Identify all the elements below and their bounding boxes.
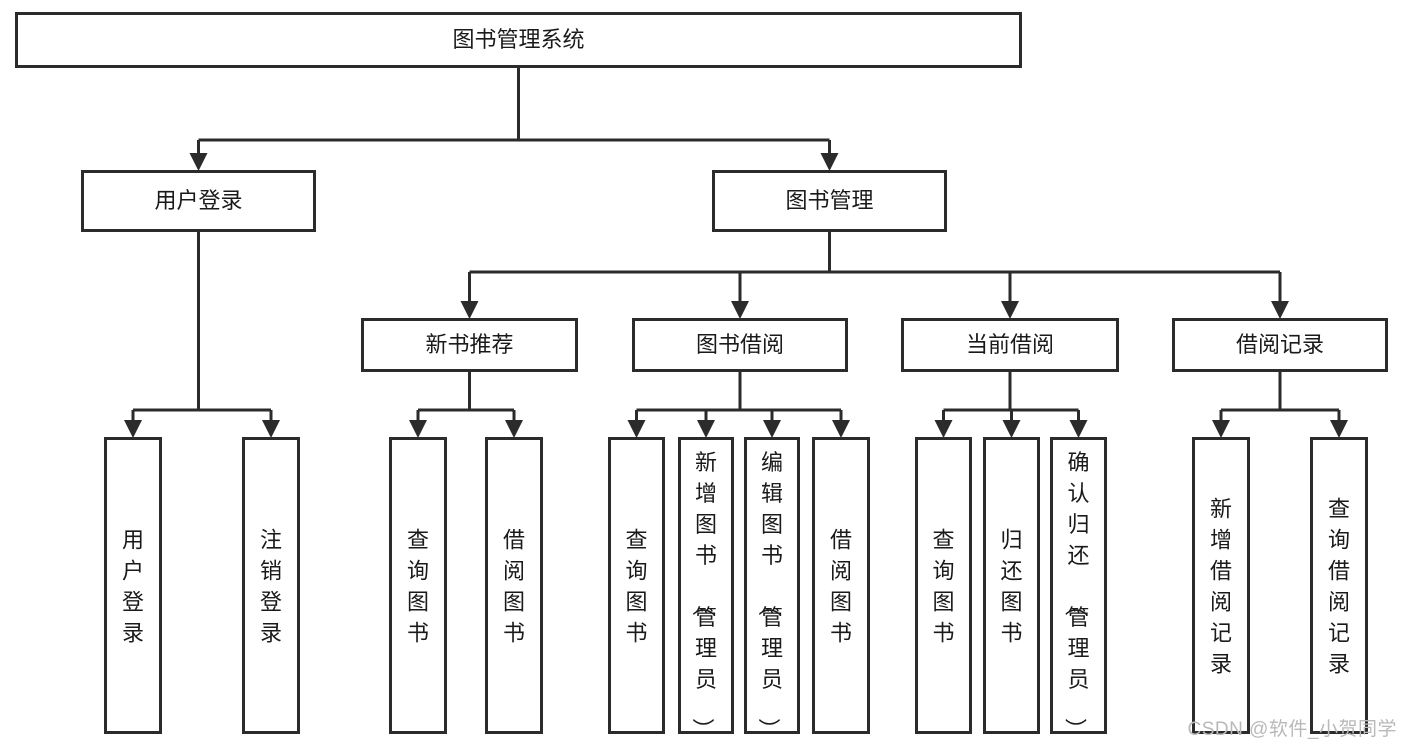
node-label: 新增借阅记录 (1210, 497, 1232, 677)
node-leaf_new_1[interactable]: 借阅图书 (485, 437, 543, 734)
arrow-head-icon (1330, 420, 1348, 438)
node-leaf_new_0[interactable]: 查询图书 (389, 437, 447, 734)
node-box (678, 437, 734, 734)
node-box (485, 437, 543, 734)
node-leaf_login_0[interactable]: 用户登录 (104, 437, 162, 734)
node-box (901, 318, 1119, 372)
node-label: 借阅图书 (503, 528, 525, 646)
node-label: 注销登录 (260, 528, 282, 646)
watermark-text: CSDN @软件_小贺同学 (1187, 719, 1397, 740)
node-box (389, 437, 447, 734)
arrow-head-icon (1001, 301, 1019, 319)
node-box (361, 318, 578, 372)
arrow-head-icon (820, 153, 839, 171)
node-l2_1[interactable]: 图书借阅 (632, 318, 848, 372)
arrow-head-icon (1069, 420, 1088, 438)
arrow-head-icon (1271, 301, 1289, 319)
node-box (1050, 437, 1107, 734)
edge-group-l2_3 (1212, 372, 1348, 438)
node-label: 确认归还（管理员） (1062, 450, 1089, 740)
node-box (915, 437, 972, 734)
node-l1_1[interactable]: 图书管理 (712, 170, 947, 232)
node-leaf_borrow_3[interactable]: 借阅图书 (812, 437, 870, 734)
node-l1_0[interactable]: 用户登录 (81, 170, 316, 232)
node-label: 图书借阅 (696, 332, 784, 357)
node-leaf_borrow_1[interactable]: 新增图书（管理员） (678, 437, 734, 741)
node-label: 图书管理系统 (452, 27, 584, 52)
node-label: 查询图书 (625, 528, 647, 646)
node-box (744, 437, 800, 734)
node-label: 图书管理 (785, 188, 873, 213)
node-label: 查询借阅记录 (1328, 497, 1350, 677)
node-box (242, 437, 300, 734)
arrow-head-icon (763, 420, 781, 438)
arrow-head-icon (189, 153, 208, 171)
arrow-head-icon (409, 420, 427, 438)
node-box (608, 437, 665, 734)
node-leaf_current_2[interactable]: 确认归还（管理员） (1050, 437, 1107, 741)
node-l2_3[interactable]: 借阅记录 (1172, 318, 1388, 372)
arrow-head-icon (832, 420, 850, 438)
node-l2_2[interactable]: 当前借阅 (901, 318, 1119, 372)
node-label: 新书推荐 (425, 332, 513, 357)
edge-group-l2_1 (627, 372, 850, 438)
node-label: 归还图书 (1000, 528, 1022, 646)
node-box (1192, 437, 1250, 734)
node-box (15, 12, 1022, 68)
node-leaf_borrow_2[interactable]: 编辑图书（管理员） (744, 437, 800, 741)
edge-group-l1_1 (460, 232, 1289, 319)
node-box (81, 170, 316, 232)
node-label: 当前借阅 (966, 332, 1054, 357)
node-root[interactable]: 图书管理系统 (15, 12, 1022, 68)
node-label: 查询图书 (932, 528, 954, 646)
node-label: 新增图书（管理员） (690, 450, 717, 740)
arrow-head-icon (505, 420, 523, 438)
arrow-head-icon (697, 420, 715, 438)
node-label: 借阅图书 (830, 528, 852, 646)
node-label: 用户登录 (154, 188, 242, 213)
node-box (1310, 437, 1368, 734)
arrow-head-icon (1212, 420, 1230, 438)
edges-layer (124, 68, 1348, 438)
edge-group-l2_2 (934, 372, 1088, 438)
arrow-head-icon (934, 420, 953, 438)
nodes-layer: 图书管理系统用户登录图书管理新书推荐图书借阅当前借阅借阅记录用户登录注销登录查询… (15, 12, 1388, 741)
arrow-head-icon (627, 420, 646, 438)
arrow-head-icon (124, 420, 142, 438)
node-box (812, 437, 870, 734)
node-label: 编辑图书（管理员） (756, 450, 783, 740)
node-label: 借阅记录 (1236, 332, 1324, 357)
node-l2_0[interactable]: 新书推荐 (361, 318, 578, 372)
node-box (983, 437, 1040, 734)
node-box (632, 318, 848, 372)
node-box (1172, 318, 1388, 372)
arrow-head-icon (262, 420, 280, 438)
arrow-head-icon (1002, 420, 1021, 438)
edge-group-l1_0 (124, 232, 280, 438)
node-leaf_borrow_0[interactable]: 查询图书 (608, 437, 665, 734)
node-box (712, 170, 947, 232)
node-leaf_record_1[interactable]: 查询借阅记录 (1310, 437, 1368, 734)
node-box (104, 437, 162, 734)
edge-group-root (189, 68, 839, 171)
node-label: 查询图书 (407, 528, 429, 646)
node-leaf_login_1[interactable]: 注销登录 (242, 437, 300, 734)
node-leaf_record_0[interactable]: 新增借阅记录 (1192, 437, 1250, 734)
arrow-head-icon (731, 301, 749, 319)
node-leaf_current_1[interactable]: 归还图书 (983, 437, 1040, 734)
arrow-head-icon (460, 301, 479, 319)
node-leaf_current_0[interactable]: 查询图书 (915, 437, 972, 734)
node-label: 用户登录 (122, 528, 144, 646)
edge-group-l2_0 (409, 372, 523, 438)
